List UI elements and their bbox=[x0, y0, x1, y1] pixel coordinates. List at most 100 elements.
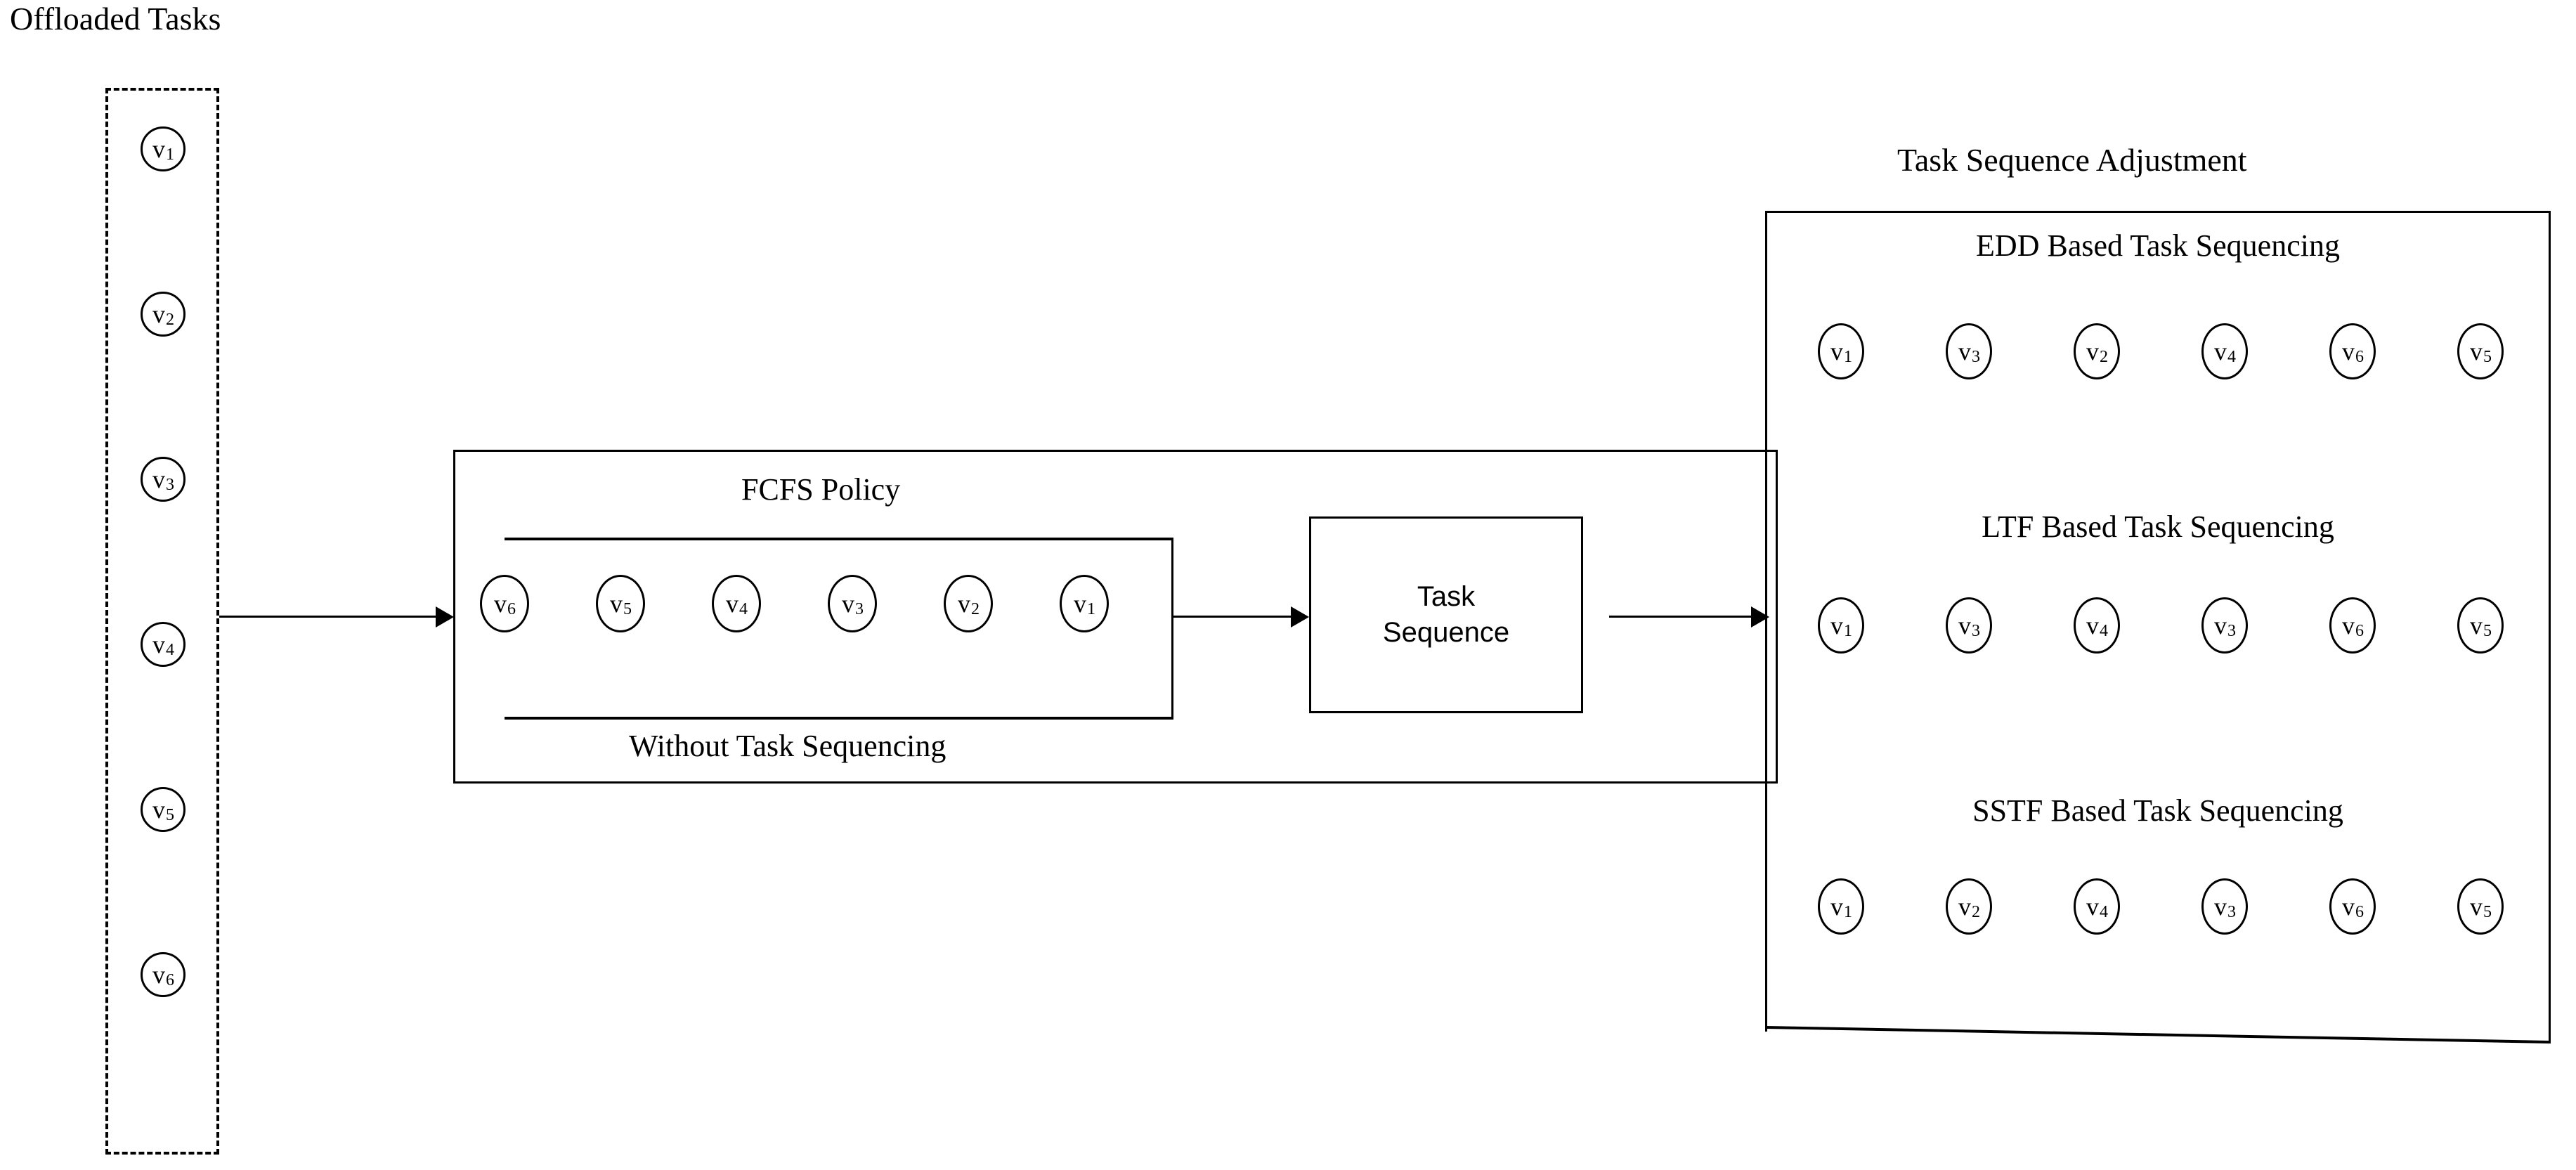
task-sequence-adjustment-title: Task Sequence Adjustment bbox=[1897, 142, 2247, 178]
arrow-queue-to-task-sequence-head bbox=[1291, 606, 1309, 628]
task-label-base: v bbox=[152, 630, 165, 658]
task-label-subscript: 5 bbox=[2483, 347, 2492, 366]
task-label-base: v bbox=[2342, 337, 2355, 365]
task-label-base: v bbox=[2086, 337, 2099, 365]
arrow-offloaded-to-fcfs-line bbox=[219, 616, 437, 618]
task-label-subscript: 6 bbox=[166, 970, 174, 989]
task-label-subscript: 4 bbox=[166, 640, 174, 659]
task-label-base: v bbox=[726, 590, 739, 618]
fcfs-policy-title: FCFS Policy bbox=[741, 472, 901, 507]
fcfs-footer-label: Without Task Sequencing bbox=[629, 729, 947, 763]
task-label-subscript: 5 bbox=[166, 805, 174, 824]
task-label-base: v bbox=[494, 590, 507, 618]
adjustment-panel-left-edge bbox=[1765, 211, 1767, 1032]
arrow-offloaded-to-fcfs-head bbox=[436, 606, 454, 628]
task-label-subscript: 3 bbox=[855, 599, 864, 618]
task-label-subscript: 2 bbox=[971, 599, 980, 618]
task-label-base: v bbox=[2470, 611, 2483, 639]
task-label-subscript: 3 bbox=[2227, 621, 2236, 640]
offloaded-tasks-title: Offloaded Tasks bbox=[10, 1, 221, 37]
task-label-subscript: 1 bbox=[1844, 621, 1852, 640]
queue-frame-right bbox=[1171, 538, 1173, 719]
task-label-base: v bbox=[2342, 611, 2355, 639]
task-label-base: v bbox=[1830, 611, 1843, 639]
task-label-base: v bbox=[2214, 337, 2227, 365]
task-label-subscript: 6 bbox=[2355, 902, 2364, 921]
adjustment-row-heading: LTF Based Task Sequencing bbox=[1982, 509, 2334, 544]
task-label-subscript: 6 bbox=[2355, 347, 2364, 366]
adjustment-row-heading: SSTF Based Task Sequencing bbox=[1972, 793, 2343, 828]
adjustment-panel-right-edge bbox=[2549, 211, 2551, 1043]
task-label-base: v bbox=[958, 590, 970, 618]
task-label-subscript: 6 bbox=[507, 599, 516, 618]
task-label-base: v bbox=[2470, 337, 2483, 365]
task-label-base: v bbox=[610, 590, 623, 618]
task-label-base: v bbox=[1830, 337, 1843, 365]
task-label-subscript: 3 bbox=[1972, 347, 1980, 366]
task-label-subscript: 2 bbox=[166, 310, 174, 329]
task-label-subscript: 1 bbox=[1087, 599, 1095, 618]
task-label-subscript: 4 bbox=[2227, 347, 2236, 366]
task-label-base: v bbox=[152, 465, 165, 493]
adjustment-panel-bottom-edge bbox=[1765, 1026, 2551, 1044]
task-label-subscript: 3 bbox=[1972, 621, 1980, 640]
task-label-subscript: 4 bbox=[2100, 902, 2108, 921]
task-sequence-box: Task Sequence bbox=[1309, 516, 1583, 713]
task-label-subscript: 1 bbox=[1844, 347, 1852, 366]
task-label-base: v bbox=[2214, 892, 2227, 921]
task-label-base: v bbox=[152, 961, 165, 989]
task-label-subscript: 5 bbox=[2483, 621, 2492, 640]
task-label-base: v bbox=[2086, 892, 2099, 921]
task-label-base: v bbox=[2214, 611, 2227, 639]
task-sequence-line2: Sequence bbox=[1382, 617, 1510, 648]
task-label-subscript: 5 bbox=[2483, 902, 2492, 921]
task-label-base: v bbox=[2342, 892, 2355, 921]
task-label-base: v bbox=[1830, 892, 1843, 921]
task-label-subscript: 2 bbox=[1972, 902, 1980, 921]
task-label-base: v bbox=[842, 590, 854, 618]
task-sequence-line1: Task bbox=[1417, 581, 1476, 612]
task-label-subscript: 1 bbox=[1844, 902, 1852, 921]
task-label-base: v bbox=[1074, 590, 1086, 618]
arrow-task-sequence-to-adjustment-line bbox=[1609, 616, 1753, 618]
adjustment-row-heading: EDD Based Task Sequencing bbox=[1976, 228, 2340, 263]
task-label-base: v bbox=[152, 300, 165, 328]
queue-frame-top bbox=[505, 538, 1173, 540]
task-label-base: v bbox=[1958, 611, 1971, 639]
task-label-base: v bbox=[2470, 892, 2483, 921]
task-label-subscript: 5 bbox=[623, 599, 632, 618]
task-label-base: v bbox=[152, 795, 165, 824]
task-label-base: v bbox=[2086, 611, 2099, 639]
task-label-base: v bbox=[1958, 892, 1971, 921]
task-label-subscript: 6 bbox=[2355, 621, 2364, 640]
task-label-base: v bbox=[152, 135, 165, 163]
